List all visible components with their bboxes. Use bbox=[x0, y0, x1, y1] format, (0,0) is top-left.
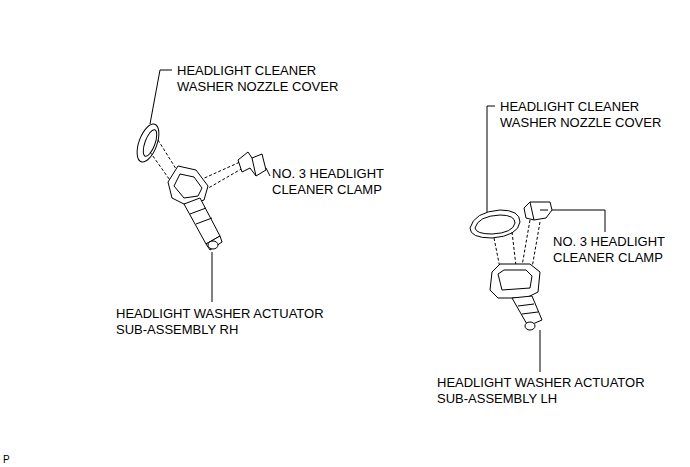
page-mark: P bbox=[3, 452, 23, 467]
dashed-line bbox=[150, 152, 172, 183]
part-name: HEADLIGHT CLEANER WASHER NOZZLE COVER bbox=[500, 99, 680, 131]
part-name: HEADLIGHT CLEANER WASHER NOZZLE COVER bbox=[177, 63, 357, 95]
dashed-line bbox=[512, 232, 516, 266]
leader-line bbox=[540, 330, 541, 372]
dashed-line bbox=[522, 220, 530, 266]
dashed-line bbox=[205, 168, 243, 190]
leader-line bbox=[266, 168, 270, 176]
leader-line bbox=[150, 70, 172, 124]
actuator-rh bbox=[168, 166, 222, 250]
clamp-lh bbox=[524, 202, 552, 220]
part-name: NO. 3 HEADLIGHT CLEANER CLAMP bbox=[272, 166, 402, 198]
nozzle-cover-rh bbox=[133, 121, 164, 165]
dashed-line bbox=[200, 162, 240, 180]
dashed-line bbox=[532, 222, 540, 268]
actuator-lh bbox=[490, 264, 542, 330]
part-name: NO. 3 HEADLIGHT CLEANER CLAMP bbox=[553, 234, 683, 266]
dashed-line bbox=[158, 140, 178, 172]
leader-line bbox=[487, 106, 495, 212]
leader-line bbox=[212, 252, 213, 302]
clamp-rh bbox=[238, 152, 266, 176]
part-name: HEADLIGHT WASHER ACTUATOR SUB-ASSEMBLY R… bbox=[116, 306, 341, 338]
part-name: HEADLIGHT WASHER ACTUATOR SUB-ASSEMBLY L… bbox=[437, 375, 662, 407]
leader-line bbox=[552, 210, 605, 232]
dashed-line bbox=[494, 238, 500, 268]
